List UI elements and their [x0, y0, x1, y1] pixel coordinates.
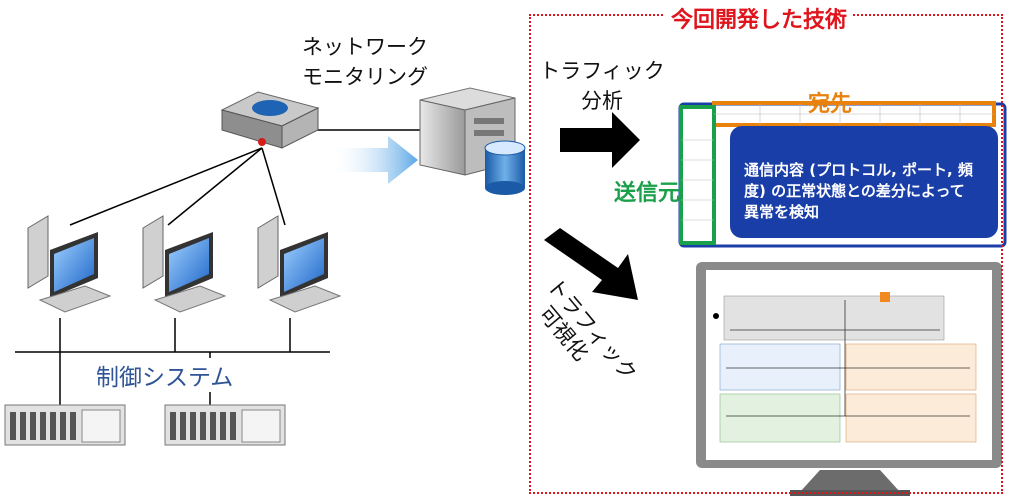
monitor-icon: [696, 262, 1002, 496]
detection-description: 通信内容 (プロトコル, ポート, 頻度) の正常状態との差分によって異常を検知: [744, 161, 973, 221]
traffic-analysis-line2: 分析: [581, 89, 623, 113]
traffic-matrix: [678, 101, 1007, 248]
network-monitoring-line1: ネットワーク: [302, 35, 428, 59]
analysis-arrow-icon: [560, 112, 640, 168]
traffic-analysis-label: トラフィック 分析: [537, 56, 667, 116]
server-icon: [419, 87, 516, 176]
traffic-analysis-line1: トラフィック: [539, 59, 665, 83]
plc-icon: [164, 404, 286, 446]
developed-tech-title: 今回開発した技術: [665, 2, 854, 34]
control-system-label: 制御システム: [90, 358, 240, 392]
traffic-visualization-label: トラフィック 可視化: [538, 274, 641, 378]
destination-label: 宛先: [808, 92, 853, 117]
network-monitoring-line2: モニタリング: [302, 65, 428, 89]
visualization-arrow-icon: [544, 228, 638, 300]
workstation-icon: [257, 215, 342, 313]
router-icon: [220, 91, 320, 149]
sender-label: 送信元: [614, 181, 681, 206]
network-monitoring-label: ネットワーク モニタリング: [290, 32, 440, 92]
workstation-icon: [27, 215, 112, 313]
workstation-icon: [142, 215, 227, 313]
monitoring-flow-arrow: [330, 136, 418, 184]
database-icon: [484, 140, 526, 195]
plc-icon: [4, 404, 126, 446]
